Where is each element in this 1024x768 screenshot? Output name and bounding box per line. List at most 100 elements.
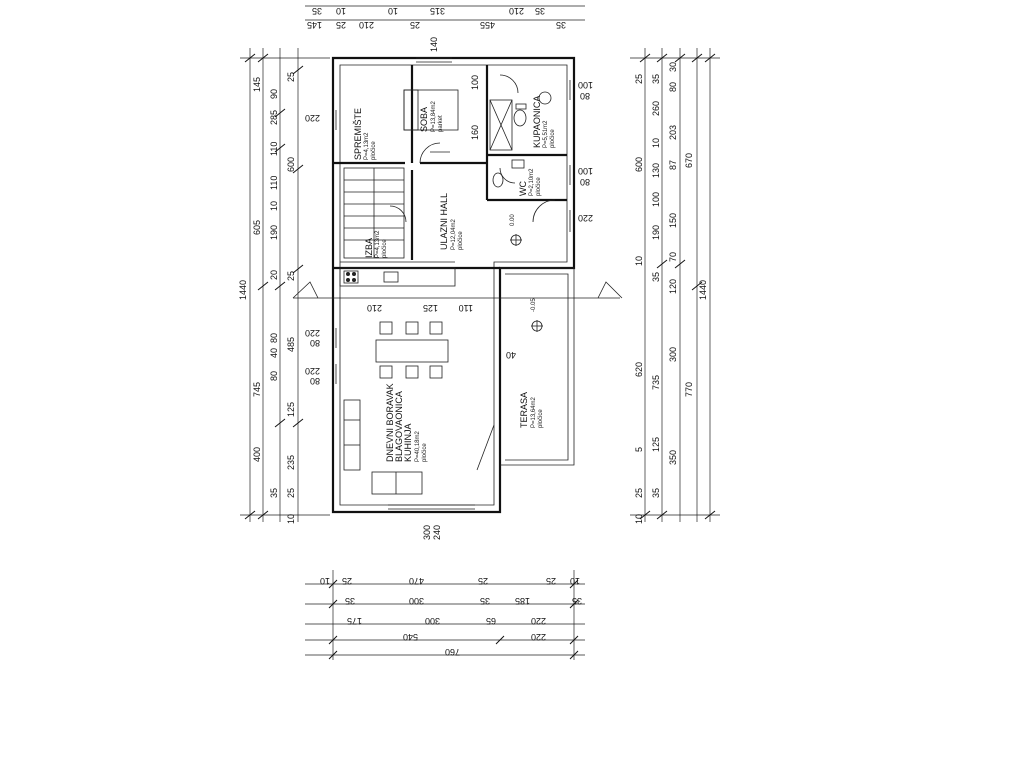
idim-110: 110 <box>459 303 473 313</box>
top-dim-25b: 25 <box>410 20 420 30</box>
right-dim-80: 80 <box>668 82 678 92</box>
idim-140: 140 <box>429 37 439 52</box>
idim-100: 100 <box>470 75 480 90</box>
bdim-r3-175: 175 <box>347 616 362 626</box>
room-wc-floor: pločice <box>536 177 542 196</box>
room-kupaonica-area: P=5,51m2 <box>543 120 549 148</box>
idim-210: 210 <box>367 303 382 313</box>
idim-40: 40 <box>506 350 516 360</box>
top-dim-455: 455 <box>480 20 495 30</box>
left-dim-190: 190 <box>269 225 279 240</box>
terrace-outline <box>500 267 575 466</box>
right-dim-10b: 10 <box>634 256 644 266</box>
door-izba <box>389 205 407 223</box>
bathtub-icon <box>489 99 513 151</box>
right-dim-35b: 35 <box>651 272 661 282</box>
bdim-r2-35c: 35 <box>572 596 582 606</box>
bdim-r2-35: 35 <box>345 596 355 606</box>
room-soba-area: P=13,84m2 <box>431 100 437 132</box>
room-izba-name: IZBA <box>364 238 374 258</box>
top-dim-210: 210 <box>359 20 374 30</box>
left-dim-40: 40 <box>269 348 279 358</box>
left-dim-35: 35 <box>269 488 279 498</box>
door-soba <box>419 142 441 164</box>
right-dim-5: 5 <box>634 447 644 452</box>
room-ulazni-area: P=12,04m2 <box>451 218 457 250</box>
left-dim-145: 145 <box>252 77 262 92</box>
kitchen-counter <box>339 267 456 287</box>
left-dim-10b: 10 <box>286 514 296 524</box>
top-dim-315: 315 <box>430 6 445 16</box>
bdim-r1-25: 25 <box>342 576 352 586</box>
room-dnevni-line2: BLAGOVAONICA <box>394 391 404 462</box>
right-dim-10: 10 <box>651 138 661 148</box>
right-dim-300: 300 <box>668 347 678 362</box>
bdim-r4-540: 540 <box>403 632 418 642</box>
left-dim-605: 605 <box>252 220 262 235</box>
right-dimension-chains: 1440 670 770 600 620 735 25 35 80 260 20… <box>630 48 720 524</box>
room-soba-name: SOBA <box>419 107 429 132</box>
room-dnevni-name: DNEVNI BORAVAK <box>385 383 395 462</box>
right-dim-25b: 25 <box>634 488 644 498</box>
top-dim-25: 25 <box>336 20 346 30</box>
patio-door <box>476 424 495 471</box>
staircase <box>343 167 405 259</box>
idim-80-a: 80 <box>310 338 320 348</box>
level-marker-terrace <box>531 320 543 332</box>
idim-220-right: 220 <box>578 213 593 223</box>
idim-220-a: 220 <box>305 328 320 338</box>
idim-80-b: 80 <box>310 376 320 386</box>
right-dim-770: 770 <box>684 382 694 397</box>
room-kupaonica-floor: pločice <box>550 129 556 148</box>
right-dim-100: 100 <box>651 192 661 207</box>
left-dim-80b: 80 <box>269 371 279 381</box>
left-dim-235: 235 <box>286 455 296 470</box>
bdim-r3-65: 65 <box>486 616 496 626</box>
left-dim-10: 10 <box>269 201 279 211</box>
idim-80-r2: 80 <box>580 177 590 187</box>
bdim-r3-220: 220 <box>531 616 546 626</box>
dining-table <box>375 321 449 379</box>
bdim-r1-25c: 25 <box>546 576 556 586</box>
right-dim-10c: 10 <box>634 514 644 524</box>
right-dim-70: 70 <box>668 252 678 262</box>
right-dim-203: 203 <box>668 125 678 140</box>
left-dimension-chains: 1440 605 745 400 145 285 600 485 235 25 … <box>238 48 330 524</box>
left-dim-110b: 110 <box>269 176 279 190</box>
bdim-r3-300: 300 <box>425 616 440 626</box>
wc-toilet-icon <box>492 159 525 188</box>
left-dim-745: 745 <box>252 382 262 397</box>
right-dim-620: 620 <box>634 362 644 377</box>
bdim-r1-10: 10 <box>320 576 330 586</box>
bed-icon <box>403 89 459 153</box>
right-dim-87: 87 <box>668 160 678 170</box>
bdim-r4-220: 220 <box>531 632 546 642</box>
left-dim-110a: 110 <box>269 142 279 156</box>
room-dnevni-floor: pločice <box>422 443 428 462</box>
top-dim-10: 10 <box>336 6 346 16</box>
left-dim-25c: 25 <box>286 488 296 498</box>
room-spremiste-floor: pločice <box>371 141 377 160</box>
building <box>292 56 623 514</box>
right-dim-35c: 35 <box>651 488 661 498</box>
left-dim-80a: 80 <box>269 333 279 343</box>
room-spremiste-area: P=4,13m2 <box>364 132 370 160</box>
left-dim-25b: 25 <box>286 271 296 281</box>
top-dim-210b: 210 <box>509 6 524 16</box>
room-wc-name: WC <box>518 181 528 196</box>
right-dim-260: 260 <box>651 101 661 116</box>
level-terrace: -0.05 <box>531 298 537 312</box>
idim-240: 240 <box>432 525 442 540</box>
left-dim-285: 285 <box>269 110 279 125</box>
room-terasa-area: P=13,64m2 <box>531 396 537 428</box>
idim-100-r2: 100 <box>578 166 593 176</box>
room-ulazni-floor: pločice <box>458 231 464 250</box>
right-dim-190: 190 <box>651 225 661 240</box>
section-line <box>292 281 623 299</box>
room-wc-area: P=2,10m2 <box>529 168 535 196</box>
left-dim-400: 400 <box>252 447 262 462</box>
room-soba-floor: parket <box>438 115 444 132</box>
right-dim-350: 350 <box>668 450 678 465</box>
idim-80-r1: 80 <box>580 91 590 101</box>
idim-300: 300 <box>422 525 432 540</box>
